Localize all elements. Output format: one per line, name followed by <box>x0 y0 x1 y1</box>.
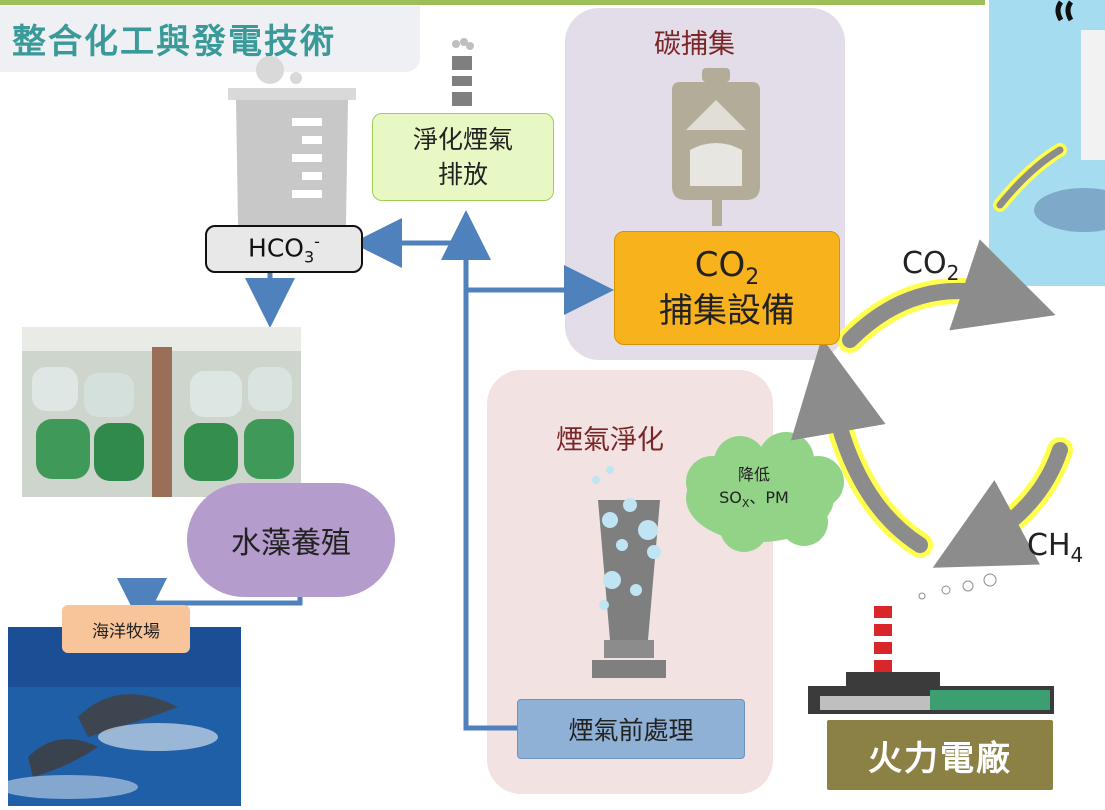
co2-cycle-label: CO2 <box>902 246 960 285</box>
clean-exhaust-line2: 排放 <box>437 160 488 189</box>
power-plant-label: 火力電廠 <box>827 720 1053 790</box>
bicarbonate-formula: HCO3- <box>248 231 320 267</box>
power-plant-icon <box>808 573 1054 714</box>
bicarbonate-box: HCO3- <box>205 225 363 273</box>
co2-capture-formula: CO2 <box>694 244 760 290</box>
algae-farm-photo <box>22 327 301 497</box>
flue-gas-cleaning-label: 煙氣淨化 <box>556 425 664 456</box>
emission-reduction-line2: SOX、PM <box>719 488 789 511</box>
clean-exhaust-line1: 淨化煙氣 <box>412 125 513 154</box>
ocean-dolphins-photo <box>0 627 241 806</box>
flue-gas-pretreatment-box: 煙氣前處理 <box>517 699 745 759</box>
clean-exhaust-box: 淨化煙氣 排放 <box>372 113 554 201</box>
top-accent-line <box>0 0 985 5</box>
ocean-ranch-label: 海洋牧場 <box>62 605 190 653</box>
cropped-illustration <box>989 0 1105 286</box>
beaker-icon <box>228 56 356 230</box>
algae-cultivation-box: 水藻養殖 <box>187 483 395 597</box>
carbon-cycle-arrows <box>790 143 1073 568</box>
emission-reduction-line1: 降低 <box>737 465 770 484</box>
co2-capture-equipment-label: 捕集設備 <box>659 290 795 331</box>
emission-cloud <box>686 432 844 552</box>
emission-reduction-text: 降低 SOX、PM <box>688 463 820 527</box>
ch4-cycle-label: CH4 <box>1027 528 1084 567</box>
chimney-icon <box>452 38 474 106</box>
capture-device-icon <box>672 68 760 226</box>
co2-capture-equipment-box: CO2 捕集設備 <box>614 231 840 345</box>
scrubber-tower-icon <box>592 466 666 678</box>
title-banner <box>0 6 420 72</box>
page-title: 整合化工與發電技術 <box>12 22 336 62</box>
carbon-capture-label: 碳捕集 <box>654 29 735 60</box>
